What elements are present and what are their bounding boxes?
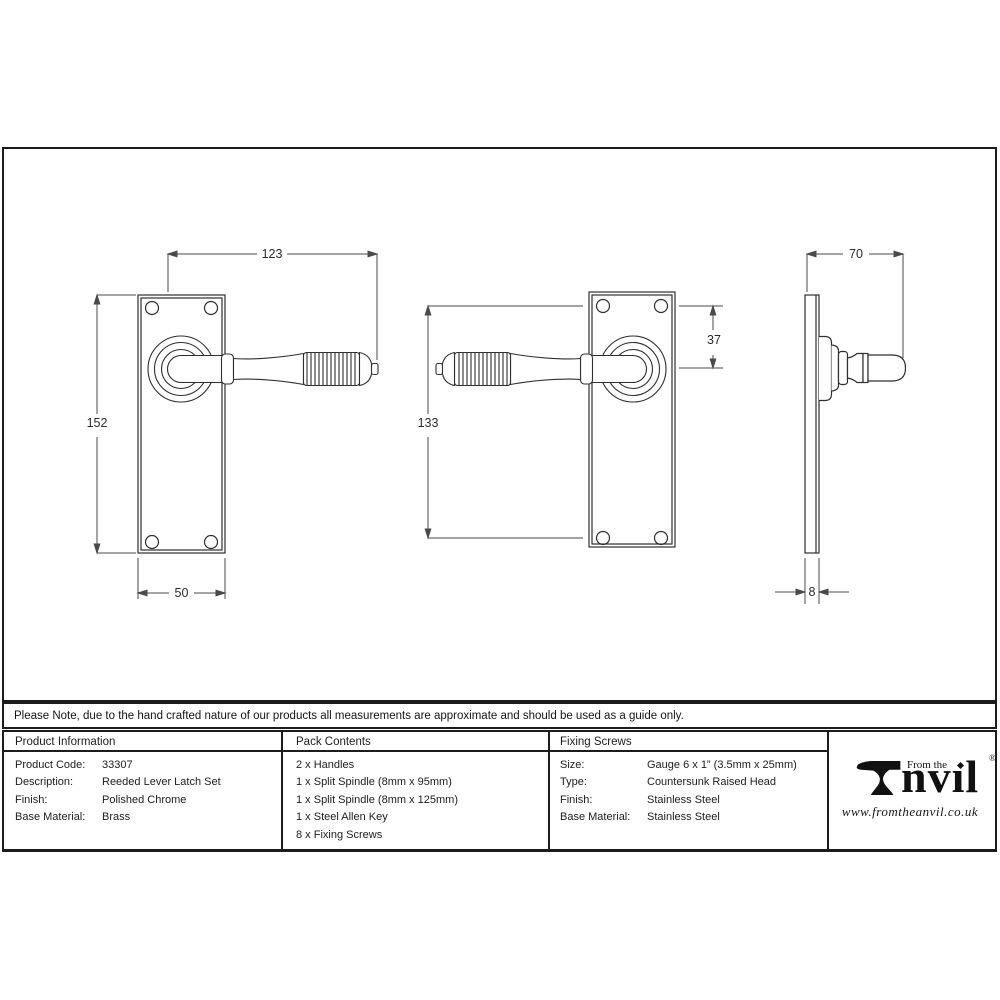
fixing-screws-body: Size: Gauge 6 x 1” (3.5mm x 25mm) Type: … (550, 752, 827, 827)
logo-website-url: www.fromtheanvil.co.uk (841, 804, 979, 819)
row-label: Finish: (560, 793, 593, 806)
row-label: Base Material: (560, 811, 631, 824)
list-item: 1 x Steel Allen Key (296, 811, 388, 824)
product-information-body: Product Code: 33307 Description: Reeded … (4, 752, 281, 827)
specification-table: Product Information Product Code: 33307 … (2, 730, 997, 852)
fixing-screws-header: Fixing Screws (550, 732, 827, 752)
fixing-screws-column: Fixing Screws Size: Gauge 6 x 1” (3.5mm … (550, 732, 829, 849)
table-row: Finish: Stainless Steel (550, 792, 827, 809)
logo-from-the-text: From the (907, 759, 948, 771)
row-label: Finish: (15, 793, 48, 806)
table-row: Size: Gauge 6 x 1” (3.5mm x 25mm) (550, 757, 827, 774)
registered-trademark-symbol: ® (989, 753, 996, 763)
from-the-anvil-logo: From the nvıl ® www.fromtheanvil.co.uk (829, 732, 996, 849)
list-item: 8 x Fixing Screws (296, 828, 383, 841)
anvil-icon (856, 760, 901, 796)
row-value: 33307 (102, 759, 133, 771)
product-information-header: Product Information (4, 732, 281, 752)
table-row: Base Material: Stainless Steel (550, 809, 827, 826)
row-value: Stainless Steel (647, 811, 720, 824)
row-value: Reeded Lever Latch Set (102, 776, 221, 789)
table-row: Base Material: Brass (4, 809, 281, 826)
table-row: Description: Reeded Lever Latch Set (4, 774, 281, 791)
product-information-column: Product Information Product Code: 33307 … (4, 732, 283, 849)
row-value: Stainless Steel (647, 793, 720, 806)
list-item: 2 x Handles (296, 759, 355, 771)
row-label: Base Material: (15, 811, 86, 824)
row-value: Polished Chrome (102, 793, 187, 806)
table-row: Finish: Polished Chrome (4, 792, 281, 809)
list-item: 1 x Split Spindle (8mm x 95mm) (296, 776, 452, 789)
table-row: Type: Countersunk Raised Head (550, 774, 827, 791)
pack-contents-body: 2 x Handles 1 x Split Spindle (8mm x 95m… (283, 752, 548, 844)
row-label: Size: (560, 759, 585, 771)
row-label: Product Code: (15, 759, 86, 771)
technical-drawing-panel (2, 147, 997, 702)
logo-brand-text: nvıl (901, 751, 980, 802)
pack-contents-header: Pack Contents (283, 732, 548, 752)
row-label: Description: (15, 776, 74, 789)
pack-contents-column: Pack Contents 2 x Handles 1 x Split Spin… (283, 732, 550, 849)
table-row: Product Code: 33307 (4, 757, 281, 774)
row-value: Countersunk Raised Head (647, 776, 777, 789)
measurement-note-strip: Please Note, due to the hand crafted nat… (2, 702, 997, 729)
brand-logo-cell: From the nvıl ® www.fromtheanvil.co.uk (829, 732, 996, 849)
list-item: 1 x Split Spindle (8mm x 125mm) (296, 793, 458, 806)
row-value: Gauge 6 x 1” (3.5mm x 25mm) (647, 759, 797, 771)
row-label: Type: (560, 776, 587, 789)
row-value: Brass (102, 811, 131, 824)
measurement-note-text: Please Note, due to the hand crafted nat… (14, 710, 684, 722)
